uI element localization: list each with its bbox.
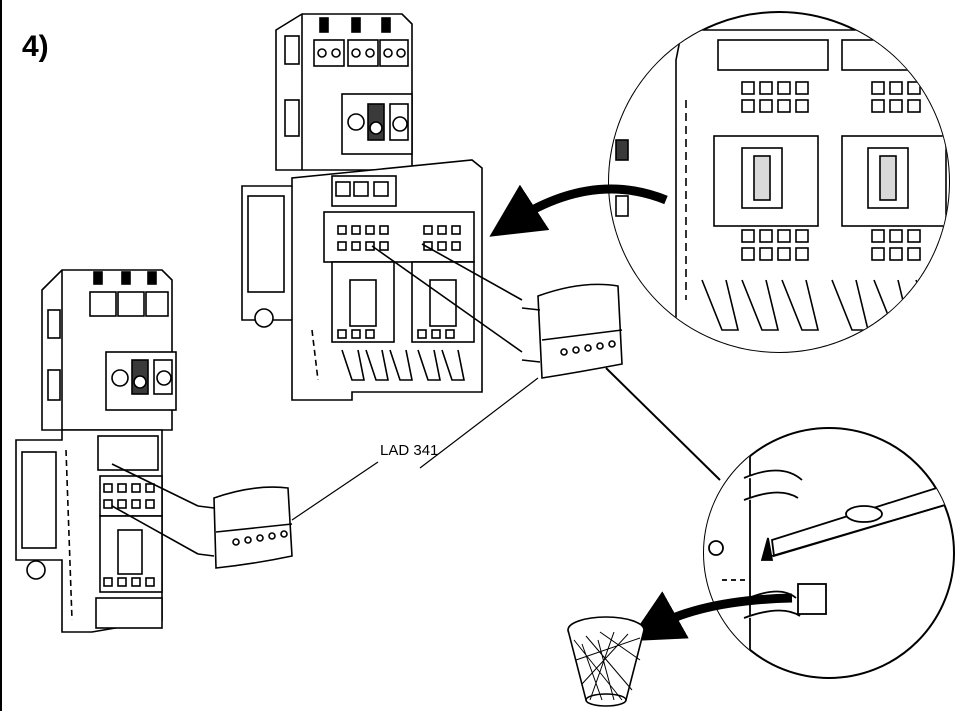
waste-basket-icon	[567, 616, 645, 707]
lad-label: LAD 341	[380, 442, 438, 459]
curved-arrow-top-icon	[489, 184, 668, 237]
lad-callout: LAD 341	[291, 377, 539, 521]
curved-arrow-bottom-icon	[628, 591, 793, 642]
lad-module-top-icon	[371, 243, 623, 379]
magnifier-circle-bottom-icon	[703, 427, 955, 679]
lad-module-left-icon	[111, 463, 293, 569]
pliers-icon	[760, 478, 954, 561]
step-number: 4)	[22, 30, 49, 63]
magnifier-circle-top-icon	[608, 11, 950, 353]
top-contactor-assembly-icon	[241, 13, 483, 401]
left-contactor-assembly-icon	[15, 269, 177, 633]
connector-line	[605, 367, 721, 481]
